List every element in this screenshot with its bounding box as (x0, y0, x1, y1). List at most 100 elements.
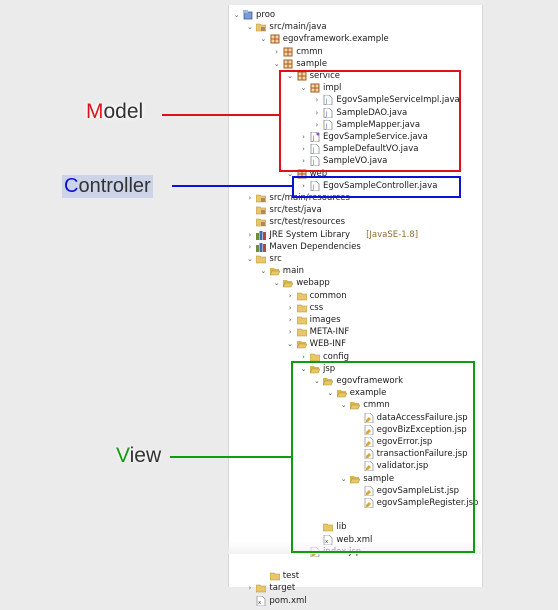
chevron-right-icon[interactable]: › (302, 181, 305, 190)
chevron-right-icon[interactable]: › (315, 108, 319, 117)
tree-item[interactable]: ⌄impl (229, 82, 479, 94)
chevron-right-icon[interactable]: › (288, 303, 292, 312)
chevron-down-icon[interactable]: ⌄ (340, 401, 347, 410)
controller-highlight-box (292, 176, 461, 198)
tree-item[interactable]: validator.jsp (229, 460, 479, 472)
tree-item[interactable]: ›cmmn (229, 46, 479, 58)
tree-item[interactable]: › images (229, 314, 479, 326)
chevron-down-icon[interactable]: ⌄ (287, 340, 294, 349)
tree-item[interactable]: src/test/resources (229, 216, 479, 228)
java-file-icon: J (323, 119, 333, 131)
tree-item[interactable]: ›css (229, 302, 479, 314)
tree-item[interactable]: ⌄ egovframework.example (229, 33, 479, 45)
tree-item[interactable]: ⌄cmmn (229, 399, 479, 411)
tree-item[interactable]: egovBizException.jsp (229, 424, 479, 436)
chevron-right-icon[interactable]: › (288, 316, 292, 324)
tree-item-label: service (309, 71, 341, 81)
tree-item[interactable]: transactionFailure.jsp (229, 448, 479, 460)
chevron-down-icon[interactable]: ⌄ (233, 11, 240, 19)
tree-item[interactable]: test (229, 570, 479, 582)
tree-item-label: SampleDefaultVO.java (323, 144, 419, 155)
controller-label: Controller (62, 175, 153, 198)
folder-open-icon (322, 376, 334, 386)
chevron-down-icon[interactable]: ⌄ (273, 59, 280, 68)
tree-item-label: test (282, 571, 300, 582)
tree-item[interactable]: egovSampleList.jsp (229, 485, 479, 497)
tree-item[interactable]: › Maven Dependencies (229, 241, 479, 253)
tree-item[interactable]: ›JRE System Library[JavaSE-1.8] (229, 229, 479, 241)
folder-icon (296, 303, 307, 313)
chevron-right-icon[interactable]: › (302, 352, 305, 361)
tree-item[interactable]: ⌄WEB-INF (229, 338, 479, 350)
tree-item-label: target (269, 583, 296, 594)
chevron-right-icon[interactable]: › (315, 120, 319, 129)
tree-item[interactable]: ⌄sample (229, 58, 479, 70)
tree-item[interactable]: ›config (229, 351, 479, 363)
tree-item[interactable]: egovError.jsp (229, 436, 479, 448)
package-icon (310, 83, 320, 93)
tree-item[interactable]: ⌄src/main/java (229, 21, 479, 33)
chevron-down-icon[interactable]: ⌄ (313, 377, 320, 385)
tree-item[interactable]: ⌄proo (229, 9, 479, 21)
chevron-right-icon[interactable]: › (275, 47, 279, 56)
folder-open-icon (269, 266, 281, 276)
tree-item[interactable]: ⌄sample (229, 473, 479, 485)
tree-item[interactable]: dataAccessFailure.jsp (229, 412, 479, 424)
chevron-right-icon[interactable]: › (288, 328, 292, 337)
java-file-icon: J (323, 107, 333, 118)
tree-item[interactable]: ⌄example (229, 387, 479, 399)
chevron-right-icon[interactable]: › (248, 194, 252, 202)
tree-item[interactable]: egovSampleRegister.jsp (229, 497, 479, 509)
tree-item[interactable]: ⌄jsp (229, 363, 479, 375)
tree-item[interactable]: › src/main/resources (229, 192, 479, 204)
tree-item-label: transactionFailure.jsp (376, 449, 468, 460)
chevron-right-icon[interactable]: › (302, 157, 305, 166)
chevron-down-icon[interactable]: ⌄ (246, 255, 253, 263)
chevron-down-icon[interactable]: ⌄ (260, 267, 267, 276)
tree-item[interactable]: ⌄ service (229, 70, 479, 82)
tree-item[interactable]: › target (229, 582, 479, 594)
tree-item-label: images (309, 315, 341, 325)
chevron-right-icon[interactable]: › (288, 291, 292, 300)
chevron-right-icon[interactable]: › (248, 242, 252, 251)
chevron-right-icon[interactable]: › (248, 230, 252, 239)
chevron-down-icon[interactable]: ⌄ (287, 72, 294, 80)
tree-item[interactable]: src/test/java (229, 204, 479, 216)
chevron-down-icon[interactable]: ⌄ (287, 169, 294, 178)
tree-item[interactable]: ⌄src (229, 253, 479, 265)
tree-item-label: src/main/resources (269, 193, 350, 203)
tree-item[interactable]: ›common (229, 290, 479, 302)
chevron-down-icon[interactable]: ⌄ (300, 364, 307, 373)
chevron-right-icon[interactable]: › (302, 133, 305, 141)
chevron-right-icon[interactable]: › (315, 96, 319, 105)
chevron-down-icon[interactable]: ⌄ (340, 474, 347, 483)
tree-item-label: egovframework.example (282, 34, 389, 45)
tree-item-label: web.xml (336, 534, 373, 545)
view-connector-line (170, 456, 292, 458)
tree-item[interactable]: ⌄webapp (229, 277, 479, 289)
tree-item[interactable]: ⌄egovframework (229, 375, 479, 387)
chevron-down-icon[interactable]: ⌄ (327, 389, 334, 398)
tree-item[interactable]: ›META-INF (229, 326, 479, 338)
library-icon (256, 242, 267, 252)
tree-item[interactable]: ⌄main (229, 265, 479, 277)
source-folder-icon (256, 217, 267, 227)
tree-spacer (229, 558, 479, 570)
chevron-down-icon[interactable]: ⌄ (260, 35, 267, 44)
chevron-down-icon[interactable]: ⌄ (246, 23, 253, 32)
tree-item[interactable]: lib (229, 521, 479, 533)
controller-connector-line (172, 185, 293, 187)
chevron-right-icon[interactable]: › (302, 145, 305, 154)
chevron-down-icon[interactable]: ⌄ (300, 84, 307, 93)
chevron-right-icon[interactable]: › (248, 584, 252, 593)
tree-item-label: Maven Dependencies (269, 241, 361, 252)
chevron-down-icon[interactable]: ⌄ (273, 279, 280, 288)
